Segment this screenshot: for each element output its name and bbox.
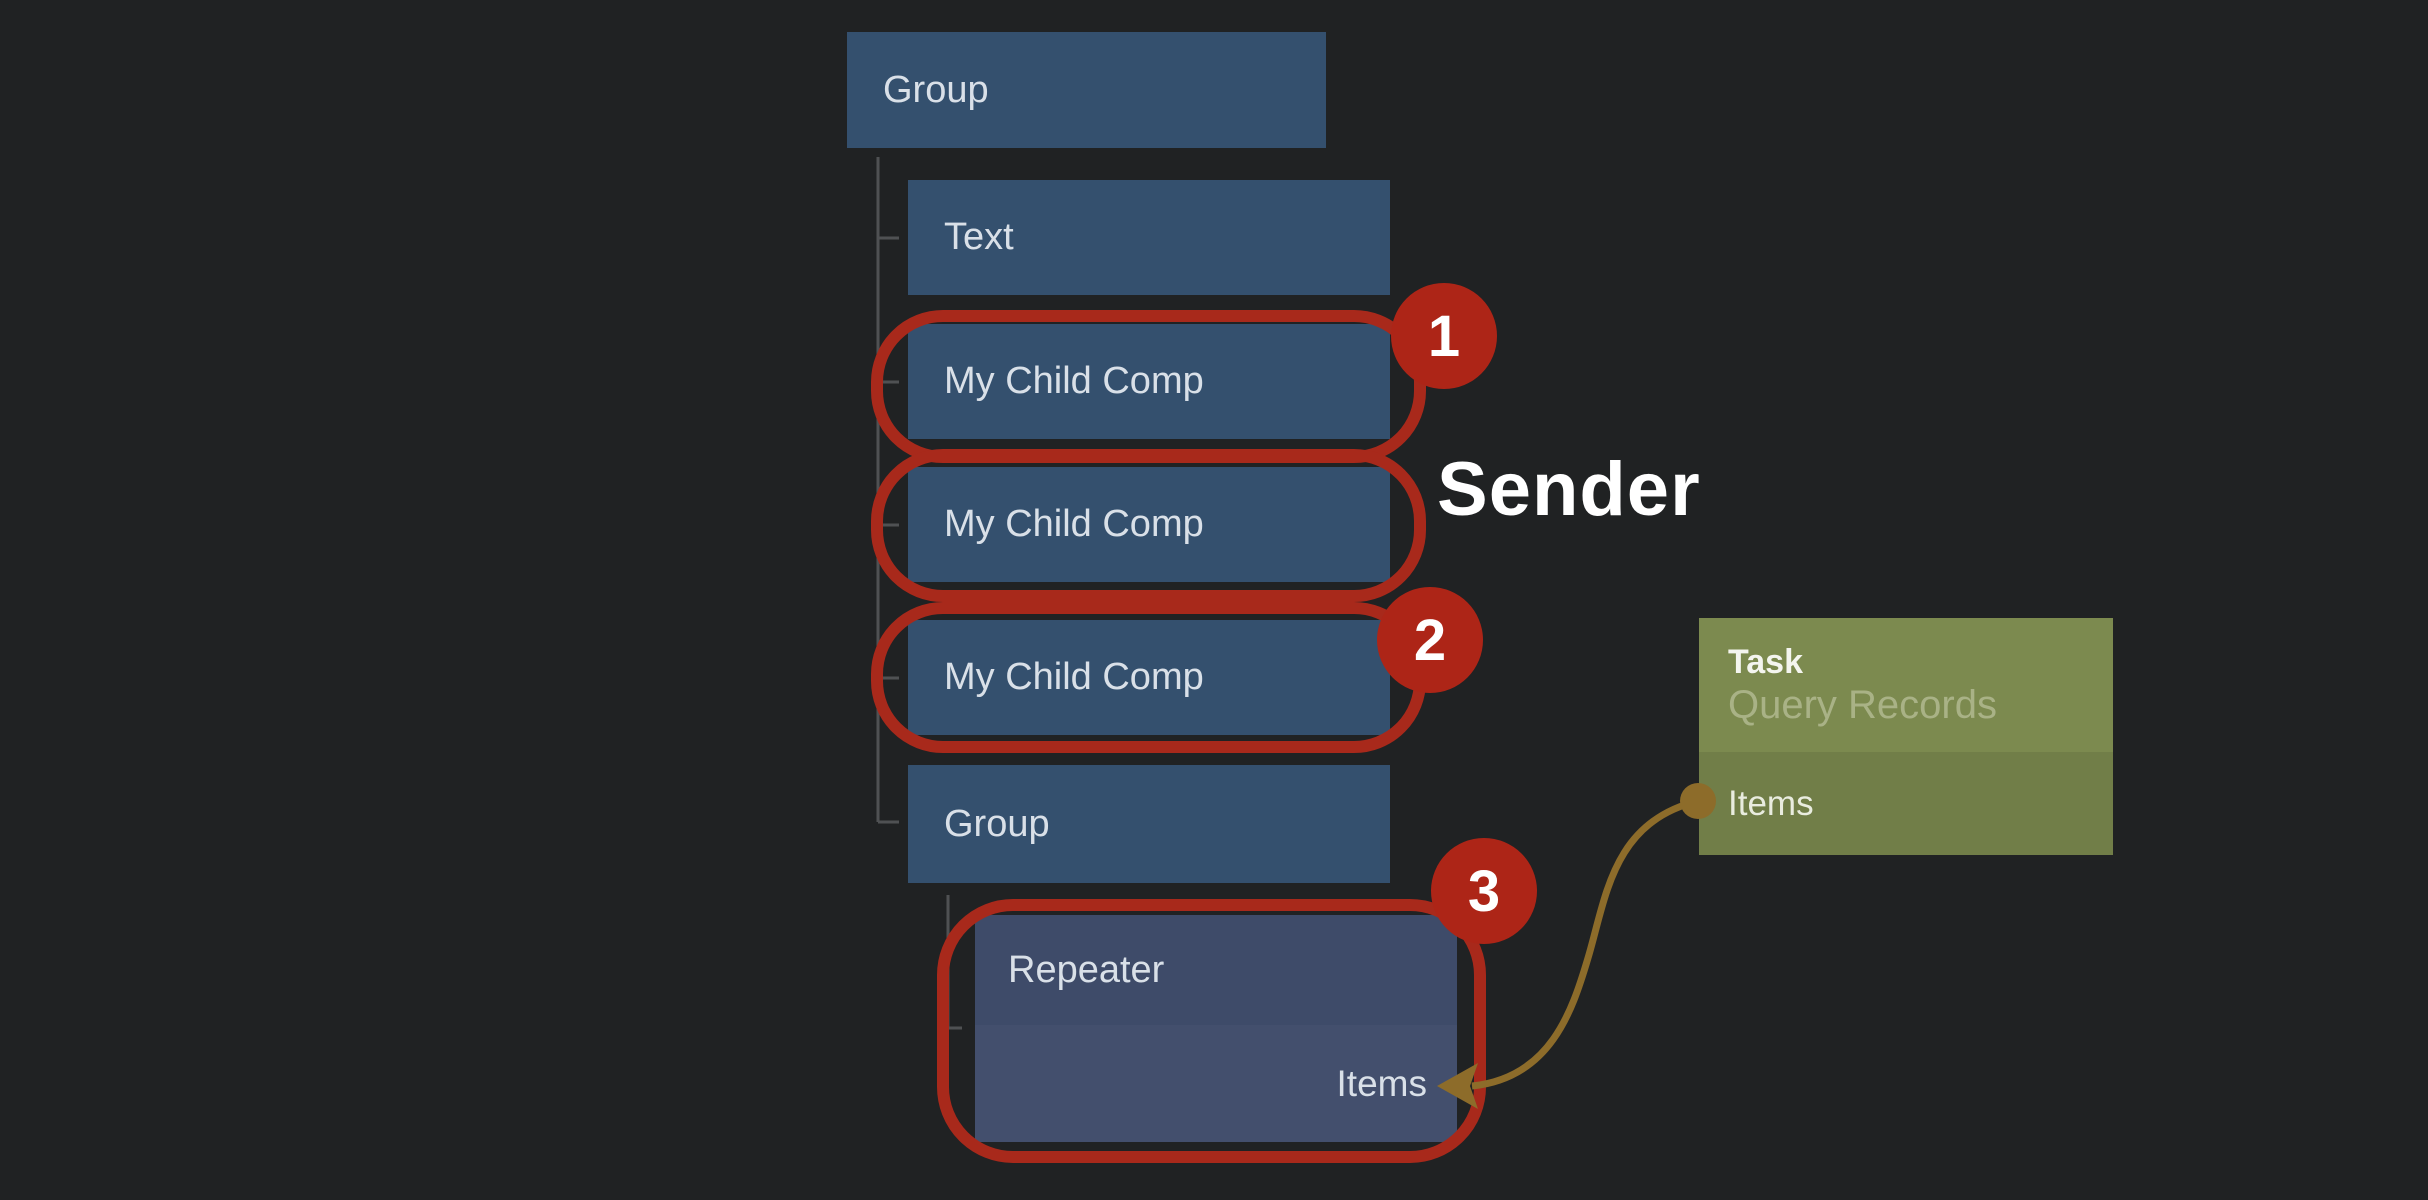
- tree-node-my-child-comp-2[interactable]: My Child Comp: [908, 467, 1390, 582]
- badge-number: 3: [1467, 858, 1501, 924]
- tree-node-label: Group: [944, 802, 1050, 845]
- tree-node-label: My Child Comp: [944, 360, 1204, 402]
- tree-node-my-child-comp-1[interactable]: My Child Comp: [908, 324, 1390, 439]
- tree-node-group-root[interactable]: Group: [847, 32, 1326, 148]
- task-items-port-label: Items: [1728, 783, 1814, 823]
- tree-node-label: Text: [944, 216, 1014, 258]
- repeater-items-port-label: Items: [1336, 1062, 1427, 1104]
- repeater-items-port[interactable]: Items: [975, 1025, 1457, 1142]
- tree-node-text[interactable]: Text: [908, 180, 1390, 295]
- repeater-header: Repeater: [975, 915, 1457, 1025]
- tree-node-label: Repeater: [1008, 948, 1165, 991]
- sender-label: Sender: [1437, 447, 1701, 532]
- task-card-items-port[interactable]: Items: [1699, 752, 2113, 855]
- tree-node-label: My Child Comp: [944, 656, 1204, 698]
- annotation-badge-3: 3: [1431, 838, 1537, 944]
- annotation-badge-1: 1: [1391, 283, 1497, 389]
- tree-node-repeater[interactable]: Repeater Items: [975, 915, 1457, 1142]
- tree-tick-lines: [878, 236, 899, 824]
- task-card[interactable]: Task Query Records Items: [1699, 618, 2113, 855]
- annotation-badge-2: 2: [1377, 587, 1483, 693]
- nested-tree-spine-line: [946, 895, 962, 1030]
- tree-node-label: My Child Comp: [944, 503, 1204, 545]
- badge-number: 1: [1427, 303, 1461, 369]
- task-card-subtitle: Query Records: [1728, 683, 1997, 728]
- tree-node-group-nested[interactable]: Group: [908, 765, 1390, 883]
- tree-node-label: Group: [883, 68, 989, 111]
- badge-number: 2: [1413, 607, 1447, 673]
- task-card-header: Task Query Records: [1699, 618, 2113, 752]
- task-card-title: Task: [1728, 642, 1803, 681]
- tree-node-my-child-comp-3[interactable]: My Child Comp: [908, 620, 1390, 735]
